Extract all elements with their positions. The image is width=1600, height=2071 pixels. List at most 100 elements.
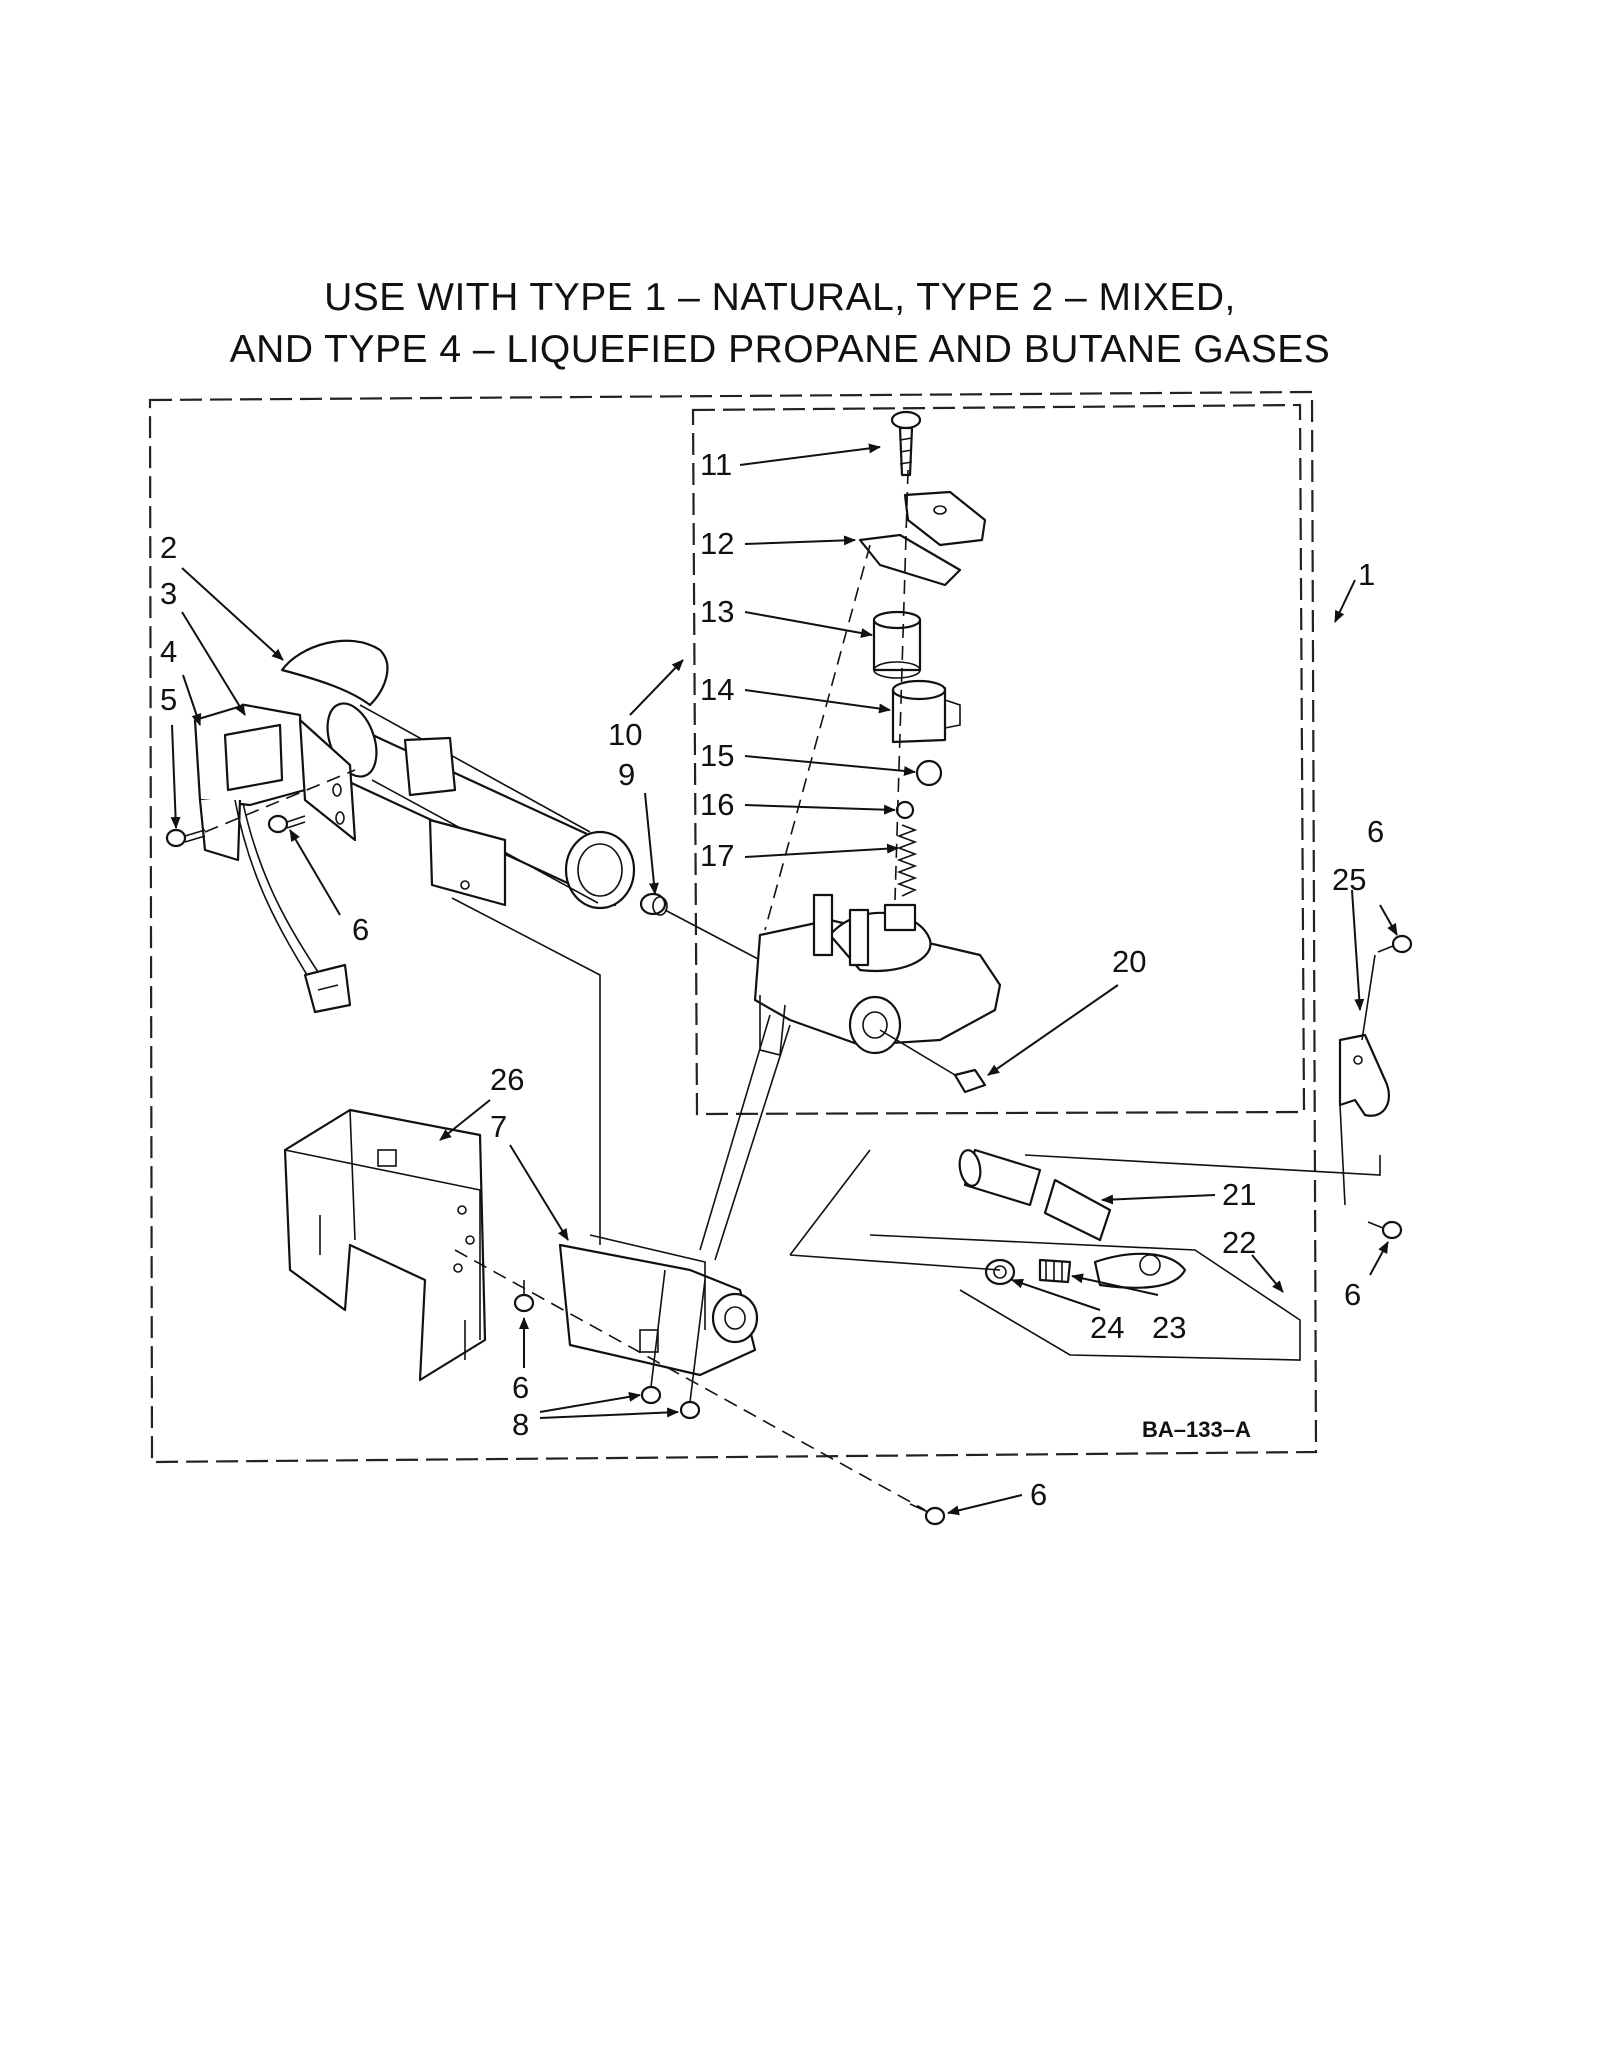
assembly-line-25	[1361, 954, 1376, 1041]
coil-cover-12	[858, 490, 987, 587]
valve-mount-plate-7	[558, 1234, 759, 1377]
leader-6-clip-bottom	[1369, 1241, 1389, 1276]
screw-8a	[640, 1269, 666, 1405]
leader-9	[644, 792, 659, 895]
callout-12: 12	[700, 526, 734, 561]
leader-2	[181, 567, 284, 661]
leader-20	[987, 984, 1119, 1076]
screw-6-plate	[513, 1280, 535, 1313]
screw-6-clip-top	[1377, 934, 1413, 954]
feed-outline	[789, 1149, 1301, 1361]
callout-5: 5	[160, 682, 177, 717]
leader-4	[182, 674, 202, 726]
leader-6-bracket	[289, 829, 341, 916]
callout-21: 21	[1222, 1177, 1256, 1212]
assembly-line-c	[699, 1014, 771, 1251]
callout-6-clip-bottom: 6	[1344, 1277, 1361, 1312]
assembly-line-a	[451, 897, 601, 1245]
leader-5	[170, 724, 181, 829]
leader-16	[744, 804, 896, 815]
coil-14	[891, 679, 961, 744]
callout-17: 17	[700, 838, 734, 873]
screw-6-clip-bottom	[1367, 1220, 1403, 1240]
callout-6-clip-top: 6	[1367, 814, 1384, 849]
mounting-bracket-26	[283, 1108, 487, 1382]
callout-20: 20	[1112, 944, 1146, 979]
screw-11	[890, 410, 922, 477]
valve-stack-axis	[894, 469, 909, 901]
callout-1: 1	[1358, 557, 1375, 592]
assembly-line-20	[879, 1029, 956, 1076]
diagram-title-line-2: AND TYPE 4 – LIQUEFIED PROPANE AND BUTAN…	[229, 328, 1331, 371]
callout-4: 4	[160, 634, 177, 669]
leader-13	[744, 611, 873, 638]
pipe-link	[1024, 1154, 1381, 1176]
callout-6-plate: 6	[512, 1370, 529, 1405]
leader-8a	[539, 1391, 641, 1413]
leader-24	[1011, 1278, 1101, 1311]
callout-9: 9	[618, 757, 635, 792]
diagram-title-line-1: USE WITH TYPE 1 – NATURAL, TYPE 2 – MIXE…	[324, 276, 1236, 319]
assembly-line-9	[664, 909, 761, 961]
callout-22: 22	[1222, 1225, 1256, 1260]
clip-bracket-25	[1338, 1033, 1390, 1206]
fitting-23	[1038, 1258, 1072, 1284]
callout-6-bottom: 6	[1030, 1477, 1047, 1512]
leader-22	[1251, 1254, 1284, 1293]
callout-15: 15	[700, 738, 734, 773]
callout-10: 10	[608, 717, 642, 752]
leader-15	[744, 755, 916, 776]
gas-valve-body	[753, 893, 1002, 1057]
screw-5	[165, 828, 206, 848]
leader-17	[744, 843, 899, 858]
nut-24	[984, 1258, 1016, 1286]
callout-25: 25	[1332, 862, 1366, 897]
diagram-code: BA–133–A	[1142, 1417, 1251, 1442]
assembly-line-b	[714, 1024, 791, 1261]
assembly-line-bracket	[204, 769, 356, 833]
leader-3	[181, 611, 246, 716]
orifice-20	[953, 1068, 987, 1094]
callout-6-bracket: 6	[352, 912, 369, 947]
leader-6-bottom	[947, 1494, 1023, 1516]
leader-26	[439, 1099, 491, 1141]
burner-mount-plate	[428, 818, 507, 907]
orifice-nut-9	[639, 892, 668, 916]
callout-11: 11	[700, 447, 732, 482]
valve-assembly-frame	[691, 403, 1306, 1116]
leader-8b	[539, 1407, 679, 1419]
outer-assembly-frame	[148, 390, 1318, 1464]
callout-8: 8	[512, 1407, 529, 1442]
leader-12	[744, 535, 856, 546]
leader-14	[744, 689, 891, 714]
screw-6-bracket	[267, 814, 306, 834]
callout-7: 7	[490, 1109, 507, 1144]
leader-6-clip-top	[1379, 904, 1398, 936]
valve-stack-axis-2	[764, 544, 871, 931]
callout-24: 24	[1090, 1310, 1124, 1345]
callout-16: 16	[700, 787, 734, 822]
callout-14: 14	[700, 672, 734, 707]
callout-13: 13	[700, 594, 734, 629]
spring-17	[896, 824, 918, 897]
igniter-bracket	[193, 703, 357, 862]
leader-25	[1351, 889, 1365, 1011]
leader-7	[509, 1144, 569, 1241]
leader-21	[1101, 1194, 1216, 1205]
plug-16	[895, 800, 915, 820]
leader-23	[1071, 1273, 1159, 1296]
screw-6-bottom	[909, 1503, 946, 1526]
callout-26: 26	[490, 1062, 524, 1097]
igniter-wire-harness	[234, 799, 352, 1014]
assembly-line-d	[454, 1249, 926, 1511]
callout-2: 2	[160, 530, 177, 565]
cap-15	[915, 759, 943, 787]
callout-3: 3	[160, 576, 177, 611]
leader-10	[629, 659, 684, 716]
coil-13	[872, 610, 922, 679]
callout-23: 23	[1152, 1310, 1186, 1345]
pipe-21	[958, 1148, 1112, 1242]
leader-11	[739, 443, 881, 466]
elbow-22	[1093, 1252, 1187, 1289]
